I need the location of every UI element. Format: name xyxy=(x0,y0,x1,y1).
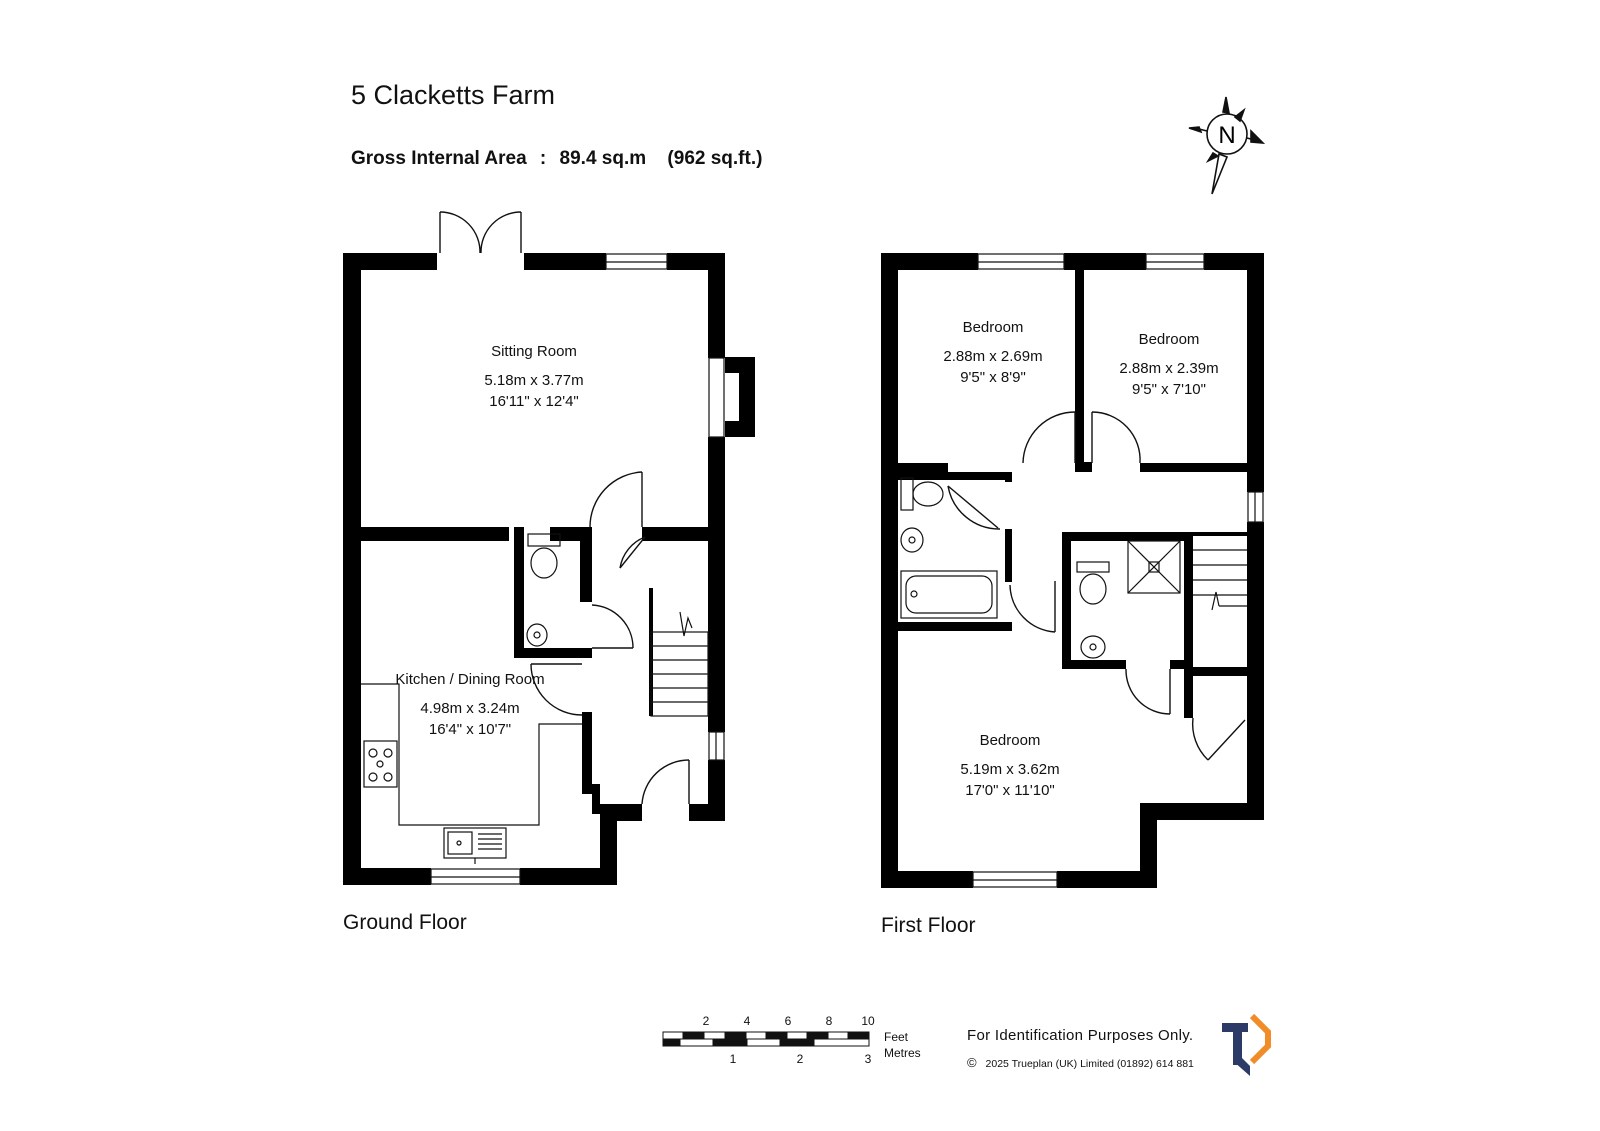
scale-bar xyxy=(662,1031,870,1047)
first-floor-fixtures xyxy=(900,477,1247,659)
first-floor-doors xyxy=(947,411,1246,761)
room-sitting-room: Sitting Room 5.18m x 3.77m 16'11" x 12'4… xyxy=(484,341,583,412)
room-dim-imperial: 16'4" x 10'7" xyxy=(428,721,512,738)
scale-metre-tick: 2 xyxy=(796,1052,804,1066)
scale-feet-tick: 4 xyxy=(743,1014,751,1028)
room-bedroom-2: Bedroom 2.88m x 2.39m 9'5" x 7'10" xyxy=(1119,329,1218,400)
room-name: Kitchen / Dining Room xyxy=(395,671,545,688)
room-name: Bedroom xyxy=(962,319,1024,336)
gia-sqft: (962 sq.ft.) xyxy=(667,148,763,169)
ground-floor-doors xyxy=(439,211,690,805)
scale-metre-tick: 3 xyxy=(864,1052,872,1066)
room-dim-metric: 5.19m x 3.62m xyxy=(960,761,1060,778)
room-dim-metric: 2.88m x 2.39m xyxy=(1119,360,1219,377)
ground-floor-label: Ground Floor xyxy=(343,911,467,934)
room-dim-imperial: 9'5" x 7'10" xyxy=(1132,381,1206,398)
trueplan-logo xyxy=(1222,1013,1271,1076)
room-dim-imperial: 17'0" x 11'10" xyxy=(965,782,1055,799)
room-dim-metric: 5.18m x 3.77m xyxy=(484,372,584,389)
room-bedroom-1: Bedroom 2.88m x 2.69m 9'5" x 8'9" xyxy=(943,317,1042,388)
room-kitchen-dining: Kitchen / Dining Room 4.98m x 3.24m 16'4… xyxy=(395,669,544,740)
copyright-symbol: © xyxy=(967,1055,977,1070)
room-name: Bedroom xyxy=(1138,331,1200,348)
scale-metres-label: Metres xyxy=(884,1046,921,1060)
scale-feet-tick: 6 xyxy=(784,1014,792,1028)
room-name: Sitting Room xyxy=(491,343,577,360)
first-floor-label: First Floor xyxy=(881,914,976,937)
plan-title: 5 Clacketts Farm xyxy=(351,80,556,110)
scale-metre-tick: 1 xyxy=(729,1052,737,1066)
copyright-line: © 2025 Trueplan (UK) Limited (01892) 614… xyxy=(967,1055,1194,1070)
gia-sqm: 89.4 sq.m xyxy=(559,148,647,169)
room-dim-metric: 2.88m x 2.69m xyxy=(943,348,1043,365)
room-dim-imperial: 9'5" x 8'9" xyxy=(960,369,1026,386)
ground-floor-windows xyxy=(430,253,725,885)
room-dim-metric: 4.98m x 3.24m xyxy=(420,700,520,717)
identification-note: For Identification Purposes Only. xyxy=(967,1027,1194,1044)
north-compass-icon xyxy=(1188,96,1266,195)
gia-separator: : xyxy=(539,148,547,169)
scale-feet-label: Feet xyxy=(884,1030,909,1044)
ground-floor-walls xyxy=(343,253,755,885)
copyright-text: 2025 Trueplan (UK) Limited (01892) 614 8… xyxy=(985,1058,1194,1070)
scale-feet-tick: 8 xyxy=(825,1014,833,1028)
room-name: Bedroom xyxy=(979,732,1041,749)
ground-floor-fixtures xyxy=(361,533,709,864)
room-dim-imperial: 16'11" x 12'4" xyxy=(489,393,579,410)
scale-feet-tick: 2 xyxy=(702,1014,710,1028)
first-floor-windows xyxy=(972,253,1264,888)
gia-label: Gross Internal Area xyxy=(351,148,527,169)
compass-north-letter: N xyxy=(1218,122,1235,149)
first-floor-walls xyxy=(881,253,1264,888)
room-bedroom-3: Bedroom 5.19m x 3.62m 17'0" x 11'10" xyxy=(960,730,1059,801)
scale-feet-tick: 10 xyxy=(861,1014,875,1028)
gross-internal-area: Gross Internal Area : 89.4 sq.m (962 sq.… xyxy=(351,148,762,170)
